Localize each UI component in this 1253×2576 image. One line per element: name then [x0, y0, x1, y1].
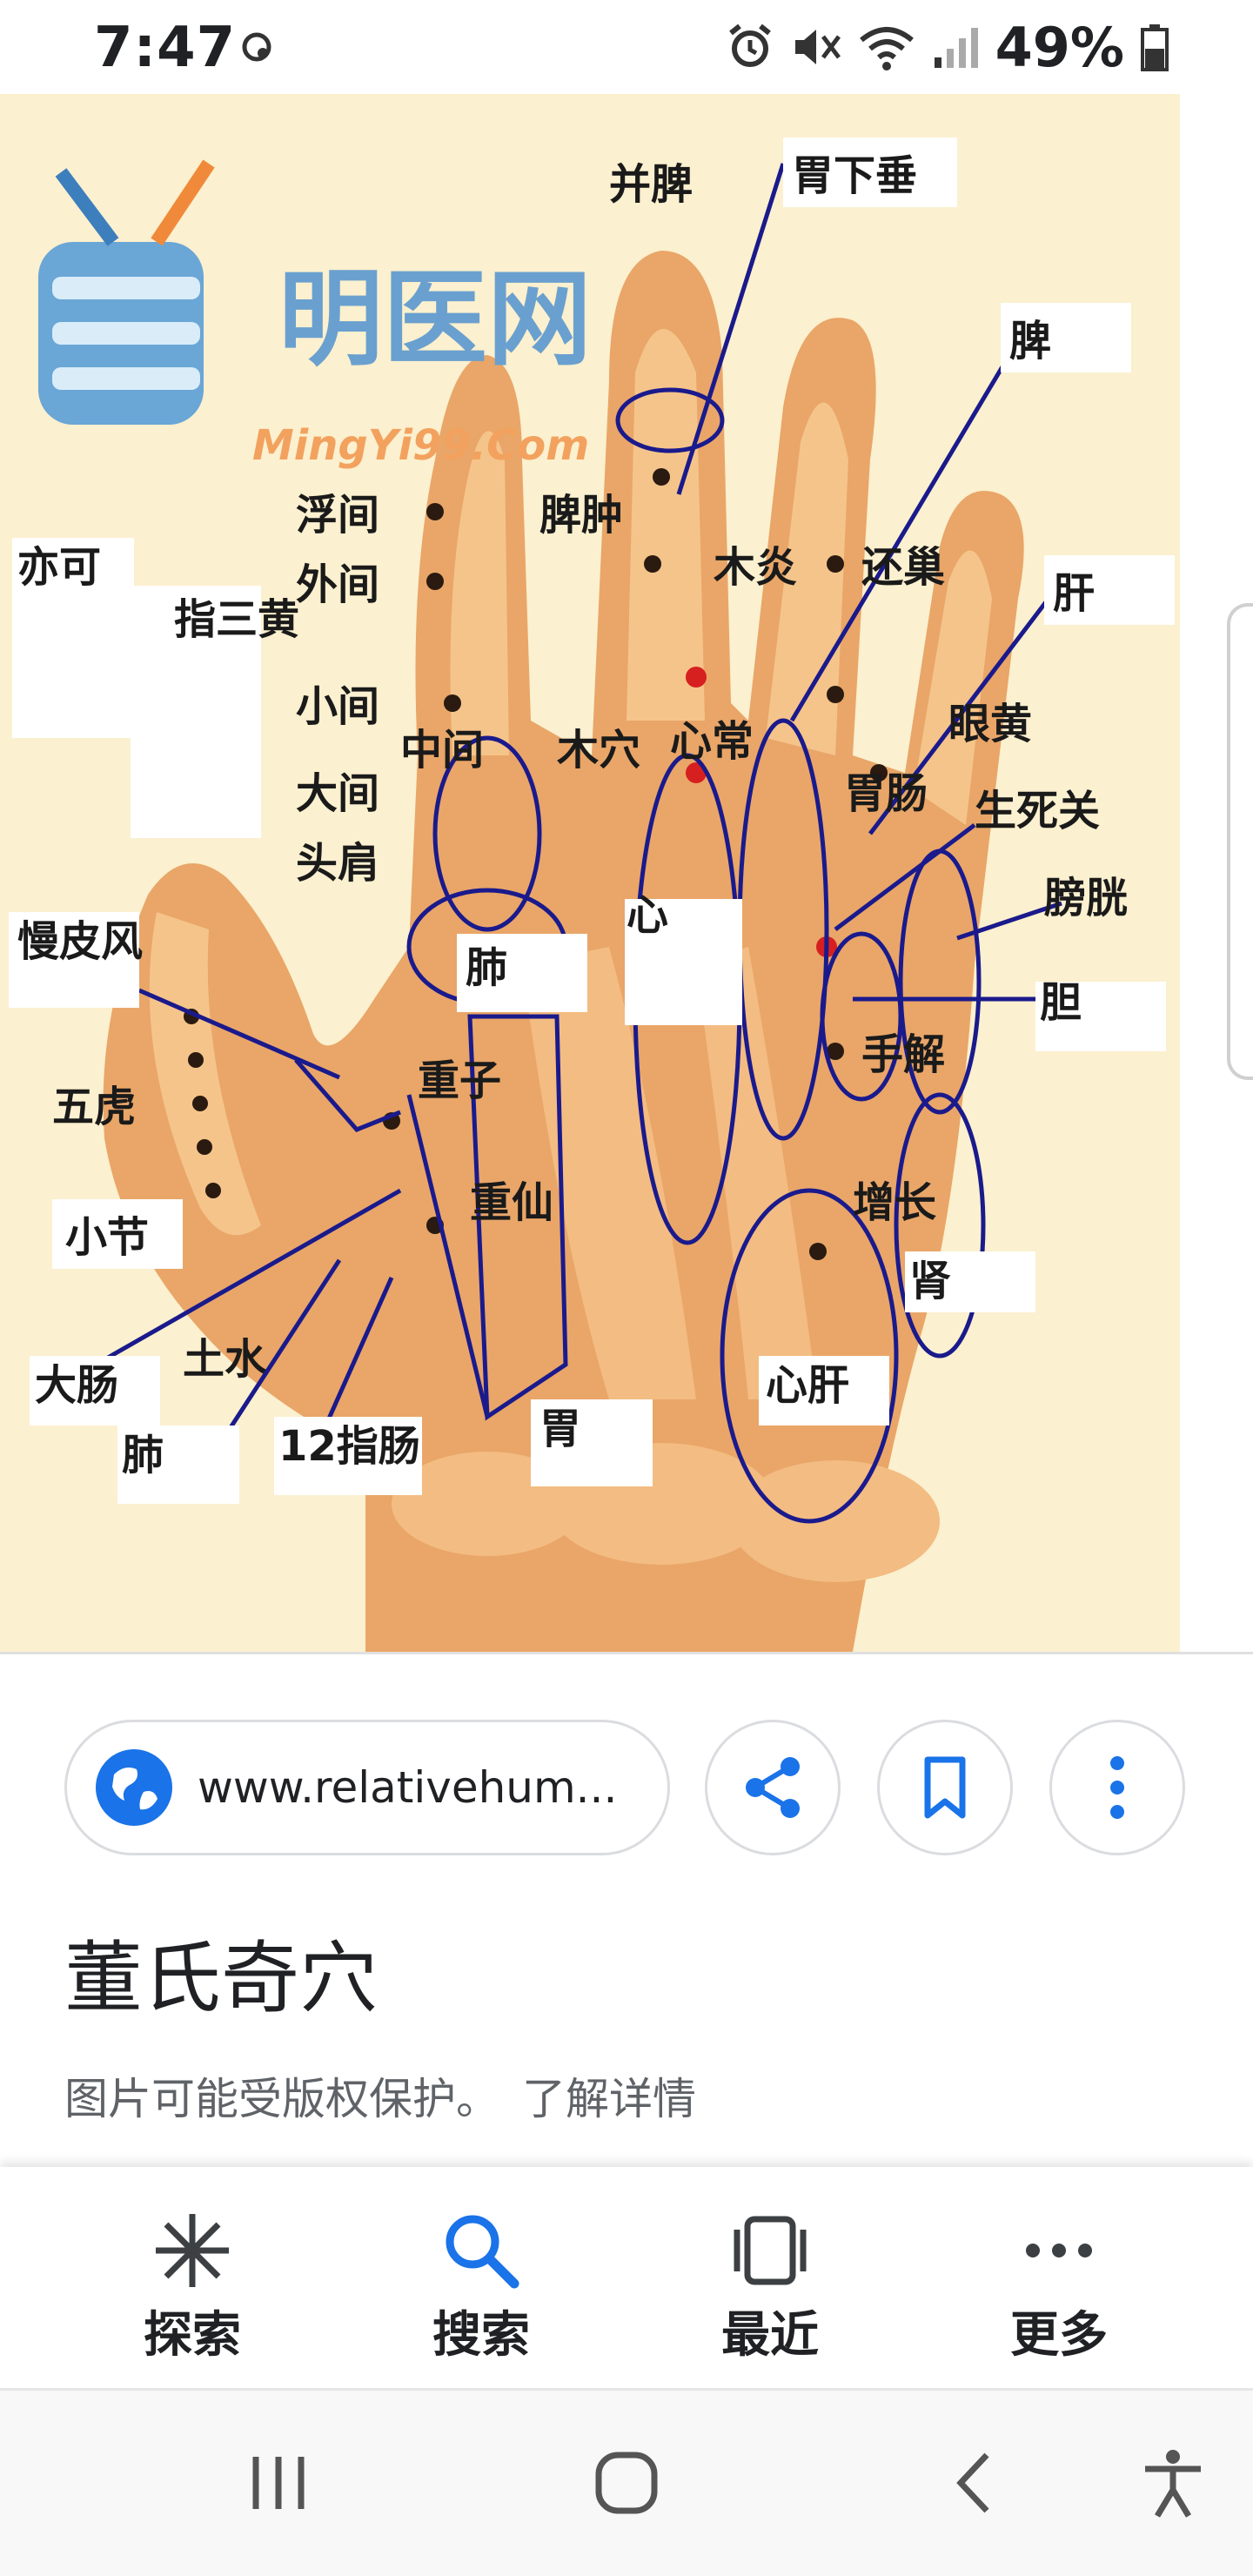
bottom-navigation: 探索 搜索 最近 更多	[0, 2167, 1253, 2391]
nav-search[interactable]: 搜索	[338, 2167, 625, 2388]
label-35: 心肝	[766, 1361, 849, 1410]
bookmark-icon	[919, 1754, 971, 1821]
more-icon	[1017, 2209, 1101, 2292]
save-button[interactable]	[877, 1720, 1013, 1855]
nav-more[interactable]: 更多	[915, 2167, 1203, 2388]
label-34: 大肠	[35, 1361, 118, 1410]
label-28: 五虎	[52, 1083, 136, 1131]
label-2: 并脾	[609, 160, 693, 209]
label-29: 重仙	[470, 1178, 553, 1227]
home-icon[interactable]	[592, 2448, 661, 2518]
label-6: 脾肿	[539, 491, 623, 540]
label-30: 增长	[853, 1178, 936, 1227]
discover-icon	[151, 2209, 234, 2292]
label-21: 膀胱	[1044, 874, 1128, 922]
label-37: 肺	[122, 1431, 164, 1479]
label-18: 胃肠	[844, 769, 928, 818]
label-8: 还巢	[861, 543, 945, 592]
label-38: 12指肠	[278, 1422, 420, 1471]
label-25: 胆	[1040, 978, 1082, 1027]
image-preview[interactable]: 明医网 MingYi99.Com	[0, 94, 1253, 1652]
learn-more-link[interactable]: 了解详情	[522, 2074, 696, 2124]
recent-apps-icon[interactable]	[244, 2448, 313, 2518]
more-options-button[interactable]	[1049, 1720, 1185, 1855]
nav-discover-label: 探索	[49, 2296, 336, 2366]
watermark-text-cn: 明医网	[278, 259, 592, 380]
label-36: 胃	[539, 1405, 581, 1453]
source-url[interactable]: www.relativehum...	[198, 1762, 633, 1813]
label-11: 指三黄	[174, 595, 299, 644]
status-bar: 7:47 49%	[0, 0, 1253, 94]
battery-percent: 49%	[995, 16, 1124, 79]
label-17: 大间	[296, 769, 379, 818]
next-image-peek[interactable]	[1227, 603, 1253, 1080]
label-19: 生死关	[975, 787, 1100, 835]
wifi-icon	[858, 23, 915, 71]
status-time: 7:47	[94, 16, 236, 80]
nav-recent[interactable]: 最近	[626, 2167, 914, 2388]
acupuncture-hand-image[interactable]: 明医网 MingYi99.Com	[0, 94, 1180, 1652]
label-22: 慢皮风	[17, 917, 143, 966]
image-title[interactable]: 董氏奇穴	[64, 1915, 378, 2028]
notification-icon	[239, 30, 274, 64]
label-26: 重子	[418, 1057, 501, 1105]
label-27: 手解	[861, 1030, 945, 1079]
recent-icon	[728, 2209, 812, 2292]
label-31: 小节	[65, 1213, 149, 1262]
share-button[interactable]	[705, 1720, 841, 1855]
label-3: 脾	[1009, 317, 1051, 366]
nav-recent-label: 最近	[626, 2296, 914, 2366]
label-4: 浮间	[296, 491, 379, 540]
label-20: 头肩	[296, 839, 379, 888]
label-14: 木穴	[557, 726, 640, 775]
label-24: 心	[626, 891, 668, 940]
signal-icon	[931, 23, 980, 71]
label-13: 中间	[400, 726, 484, 775]
globe-icon	[95, 1748, 173, 1827]
label-10: 亦可	[17, 543, 101, 592]
label-32: 肾	[909, 1257, 951, 1305]
nav-more-label: 更多	[915, 2296, 1203, 2366]
share-icon	[740, 1754, 806, 1821]
label-15: 心常	[670, 717, 754, 766]
nav-discover[interactable]: 探索	[49, 2167, 336, 2388]
nav-search-label: 搜索	[338, 2296, 625, 2366]
back-icon[interactable]	[940, 2448, 1009, 2518]
more-vertical-icon	[1109, 1754, 1126, 1821]
label-33: 土水	[183, 1335, 267, 1384]
label-5: 外间	[296, 560, 379, 609]
label-16: 眼黄	[948, 700, 1032, 748]
system-navigation-bar	[0, 2391, 1253, 2576]
label-1: 胃下垂	[792, 151, 917, 200]
mute-icon	[790, 23, 842, 71]
copyright-text: 图片可能受版权保护。	[64, 2074, 499, 2124]
search-icon	[439, 2209, 523, 2292]
accessibility-icon[interactable]	[1138, 2448, 1208, 2518]
label-23: 肺	[466, 943, 507, 992]
divider	[0, 1652, 1253, 1654]
label-12: 小间	[296, 682, 379, 731]
alarm-icon	[726, 23, 774, 71]
label-9: 肝	[1053, 569, 1095, 618]
copyright-notice: 图片可能受版权保护。了解详情	[64, 2064, 696, 2127]
watermark-text-en: MingYi99.Com	[252, 421, 589, 470]
source-url-chip[interactable]: www.relativehum...	[64, 1720, 670, 1855]
battery-icon	[1140, 23, 1169, 71]
label-7: 木炎	[714, 543, 797, 592]
